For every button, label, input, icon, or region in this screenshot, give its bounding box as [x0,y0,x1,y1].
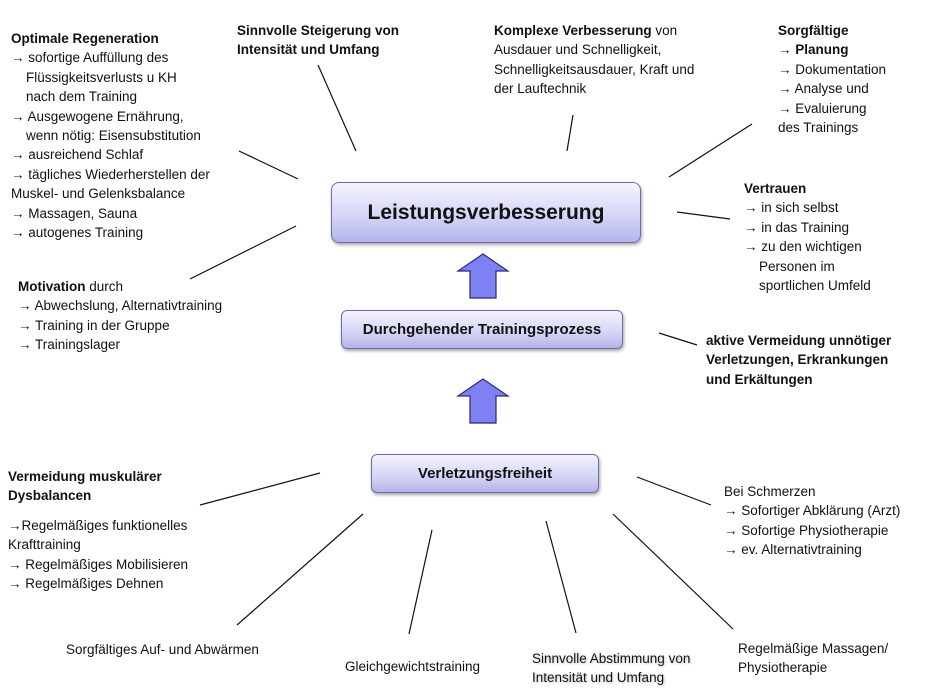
regeneration-title: Optimale Regeneration [11,31,159,46]
vertrauen-line: → in das Training [744,219,850,235]
dysbalancen-line: Krafttraining [8,537,81,553]
sorgfaeltig-line: des Trainings [778,120,859,136]
abstimmung-line: Intensität und Umfang [532,670,665,686]
text-block-schmerzen: Bei Schmerzen → Sofortiger Abklärung (Ar… [724,482,900,560]
connector-gleichgewicht [408,529,433,635]
text-block-komplex: Komplexe Verbesserung von Ausdauer und S… [494,21,694,99]
komplex-title-rest: von [651,23,678,38]
text-block-abstimmung: Sinnvolle Abstimmung von Intensität und … [532,649,690,688]
text-block-motivation: Motivation durch → Abwechslung, Alternat… [18,277,222,355]
text-block-regeneration: Optimale Regeneration → sofortige Auffül… [11,29,210,242]
text-block-dysbalancen: Vermeidung muskulärer Dysbalancen →Regel… [8,467,188,593]
vertrauen-line: Personen im [759,258,835,274]
sorgfaeltig-line: → Analyse und [778,81,869,97]
vermeidung-line: Verletzungen, Erkrankungen [706,352,889,368]
main-box-label: Leistungsverbesserung [367,200,605,224]
connector-massagen [612,513,734,630]
regeneration-line: wenn nötig: Eisensubstitution [26,128,201,144]
massagen-line: Physiotherapie [738,660,828,676]
motivation-title: Motivation [18,279,86,294]
steigerung-line: Sinnvolle Steigerung von [237,23,400,38]
dysbalancen-title: Vermeidung muskulärer [8,469,162,484]
text-block-gleichgewicht: Gleichgewichtstraining [345,657,480,676]
connector-komplex [566,114,574,152]
connector-dysbalancen [199,472,321,506]
regeneration-line: → ausreichend Schlaf [11,147,144,163]
sorgfaeltig-line: → Dokumentation [778,61,887,77]
text-block-steigerung: Sinnvolle Steigerung von Intensität und … [237,21,399,60]
main-box-leistungsverbesserung: Leistungsverbesserung [331,182,641,243]
motivation-line: → Training in der Gruppe [18,317,170,333]
sorgfaeltig-planung: → Planung [778,42,849,58]
gleichgewicht-label: Gleichgewichtstraining [345,659,481,674]
komplex-title: Komplexe Verbesserung [494,23,652,38]
connector-vermeidung [658,332,698,346]
text-block-aufwaermen: Sorgfältiges Auf- und Abwärmen [66,640,259,659]
dysbalancen-line: → Regelmäßiges Mobilisieren [8,556,189,572]
motivation-line: → Abwechslung, Alternativtraining [18,298,223,314]
text-block-sorgfaeltig: Sorgfältige → Planung → Dokumentation → … [778,21,886,137]
connector-schmerzen [636,476,712,506]
connector-sorgfaeltig [668,123,753,178]
arrow-up-icon [456,253,510,299]
steigerung-line: Intensität und Umfang [237,42,380,58]
dysbalancen-line: → Regelmäßiges Dehnen [8,576,164,592]
text-block-vertrauen: Vertrauen → in sich selbst → in das Trai… [744,179,871,295]
motivation-title-rest: durch [85,279,124,294]
komplex-line: der Lauftechnik [494,81,587,97]
komplex-line: Ausdauer und Schnelligkeit, [494,42,662,58]
aufwaermen-label: Sorgfältiges Auf- und Abwärmen [66,642,259,657]
regeneration-line: → Ausgewogene Ernährung, [11,108,184,124]
abstimmung-line: Sinnvolle Abstimmung von [532,651,691,666]
schmerzen-line: → Sofortige Physiotherapie [724,522,889,538]
massagen-line: Regelmäßige Massagen/ [738,641,889,656]
schmerzen-line: → ev. Alternativtraining [724,542,862,558]
connector-regeneration-lower [189,225,297,280]
text-block-vermeidung: aktive Vermeidung unnötiger Verletzungen… [706,331,891,389]
connector-abstimmung [545,520,577,634]
schmerzen-title: Bei Schmerzen [724,484,816,499]
dysbalancen-line: →Regelmäßiges funktionelles [8,517,188,533]
vermeidung-line: und Erkältungen [706,371,813,387]
connector-steigerung [317,64,357,152]
middle-box-label: Durchgehender Trainingsprozess [362,321,602,338]
connector-regeneration-upper [238,150,299,180]
schmerzen-line: → Sofortiger Abklärung (Arzt) [724,503,901,519]
vermeidung-line: aktive Vermeidung unnötiger [706,333,892,348]
vertrauen-line: → zu den wichtigen [744,239,862,255]
vertrauen-title: Vertrauen [744,181,807,196]
sorgfaeltig-title: Sorgfältige [778,23,849,38]
sorgfaeltig-line: → Evaluierung [778,100,867,116]
regeneration-line: → Massagen, Sauna [11,205,138,221]
vertrauen-line: sportlichen Umfeld [759,278,871,294]
middle-box-trainingsprozess: Durchgehender Trainingsprozess [341,310,623,349]
connector-vertrauen [676,211,731,220]
komplex-line: Schnelligkeitsausdauer, Kraft und [494,61,695,77]
connector-aufwaermen [236,513,364,626]
dysbalancen-title: Dysbalancen [8,488,92,504]
regeneration-line: → tägliches Wiederherstellen der [11,166,210,182]
motivation-line: → Trainingslager [18,337,121,353]
vertrauen-line: → in sich selbst [744,200,839,216]
bottom-box-label: Verletzungsfreiheit [417,465,553,482]
text-block-massagen: Regelmäßige Massagen/ Physiotherapie [738,639,888,678]
arrow-up-icon [456,378,510,424]
regeneration-line: nach dem Training [26,89,138,105]
regeneration-line: Flüssigkeitsverlusts u KH [26,69,177,85]
bottom-box-verletzungsfreiheit: Verletzungsfreiheit [371,454,599,493]
regeneration-line: → sofortige Auffüllung des [11,50,169,66]
regeneration-line: → autogenes Training [11,225,144,241]
regeneration-line: Muskel- und Gelenksbalance [11,186,186,202]
